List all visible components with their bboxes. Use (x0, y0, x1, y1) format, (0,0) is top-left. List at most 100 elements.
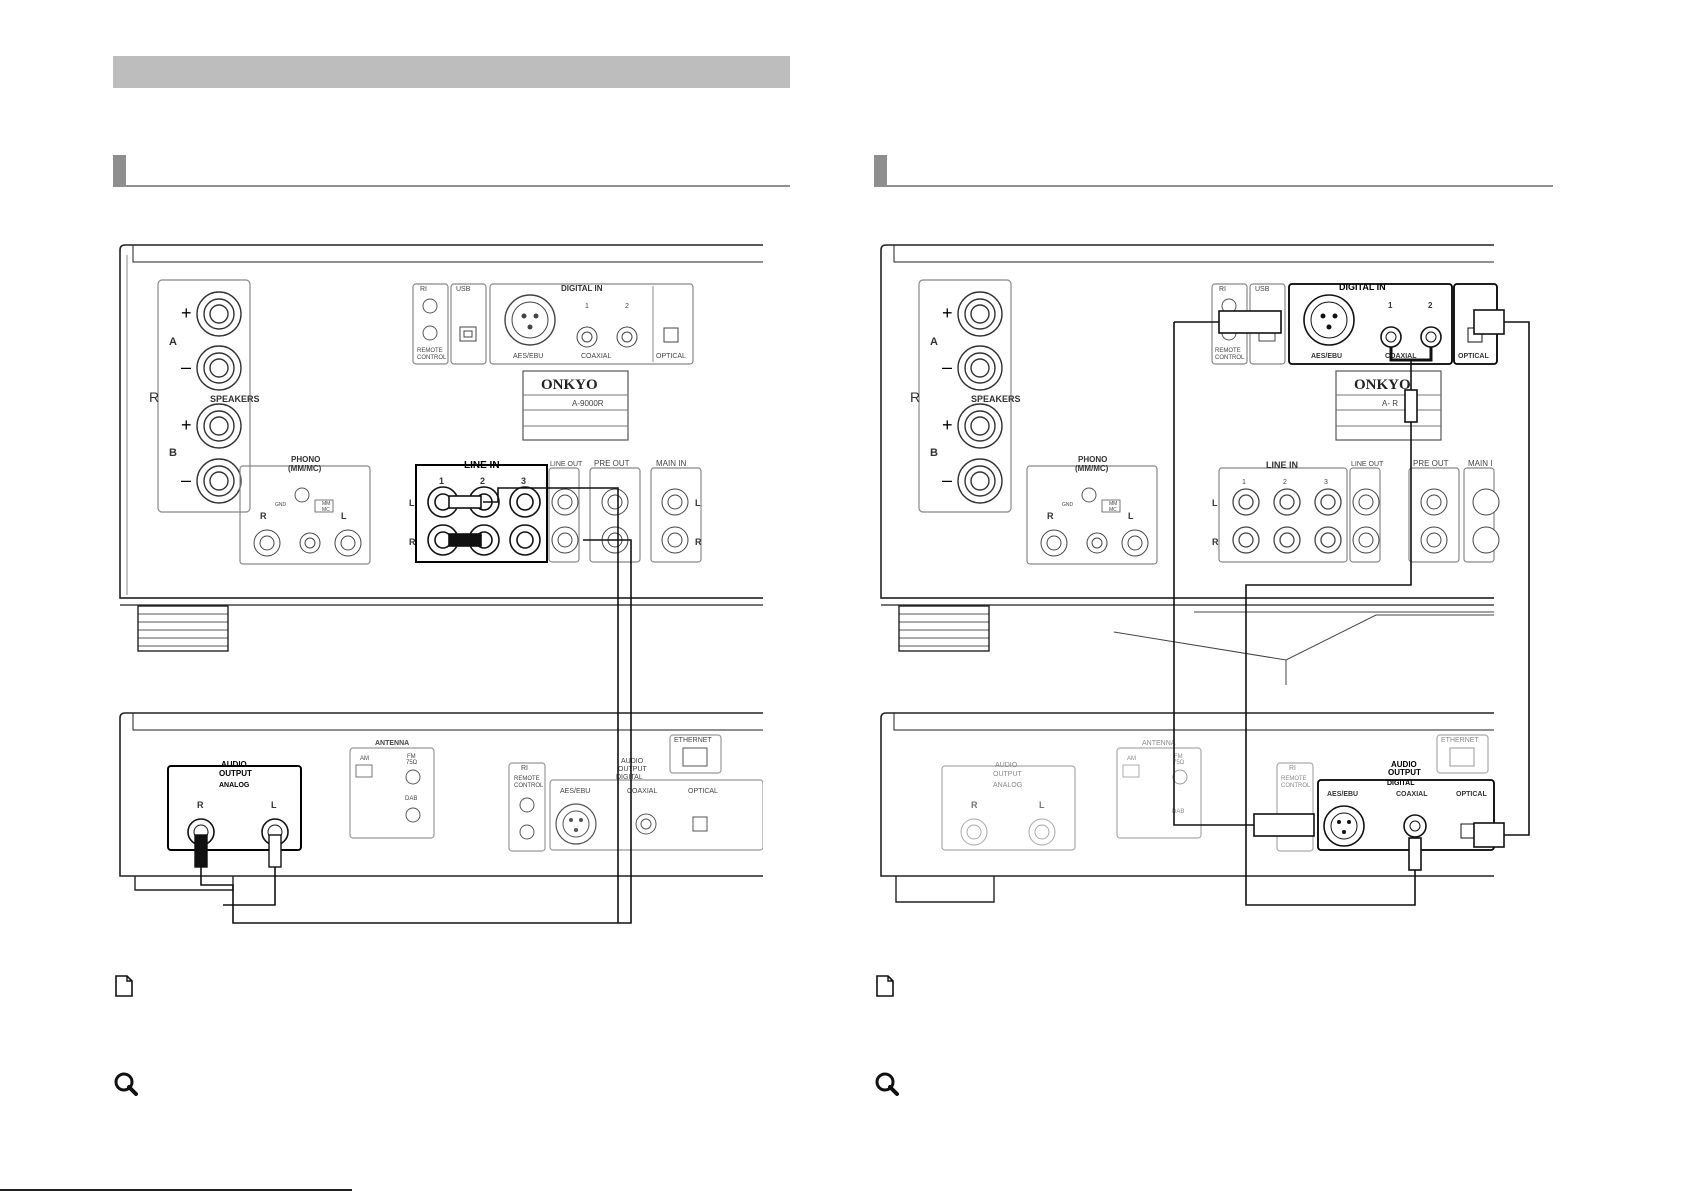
source-digital-label: DIGITAL (616, 774, 643, 781)
model-label: ONKYO A-9000R (522, 370, 629, 441)
speaker-b-plus: + (942, 415, 953, 435)
line-row-l: L (1212, 498, 1218, 508)
digital-connection-diagram: + – A R SPEAKERS + – B RI REMOTE CONTROL… (880, 244, 1530, 906)
line-out-label: LINE OUT (1351, 461, 1384, 468)
aes-ebu-label: AES/EBU (513, 353, 543, 360)
brand-logo: ONKYO (1354, 377, 1411, 393)
xlr-plug (1253, 813, 1315, 837)
digital-in-label: DIGITAL IN (561, 284, 603, 293)
amplifier-rear-panel (880, 244, 1494, 685)
out-l-label: L (1039, 800, 1045, 810)
mc-label: MC (322, 507, 330, 513)
am-label: AM (360, 756, 369, 762)
speaker-a-plus: + (181, 303, 192, 323)
digital-input-panel: RI REMOTE CONTROL USB DIGITAL IN AES/EBU… (1211, 282, 1498, 365)
ethernet-label: ETHERNET (1441, 737, 1479, 744)
phono-l-label: L (341, 511, 347, 521)
line-in-label: LINE IN (1266, 460, 1298, 470)
aes-ebu-label: AES/EBU (1311, 353, 1342, 360)
source-analog-output: AUDIO OUTPUT ANALOG R L (941, 762, 1076, 851)
speaker-a-plus: + (942, 303, 953, 323)
section-rule (874, 185, 1553, 187)
speaker-b-label: B (169, 447, 177, 459)
speaker-terminals: + – A R SPEAKERS + – B (149, 279, 260, 513)
output-jacks: LINE OUT PRE OUT MAIN IN L R (548, 459, 702, 563)
phono-l-label: L (1128, 511, 1134, 521)
phono-label-1: PHONO (291, 455, 320, 464)
source-remote-label-1: REMOTE (1281, 776, 1307, 782)
digital-audio-cables (1173, 309, 1530, 906)
mm-label: MM (1109, 501, 1117, 507)
model-number: A- R (1382, 399, 1398, 408)
note-icon (115, 975, 133, 997)
usb-label: USB (1255, 286, 1270, 293)
out-r-label: R (197, 800, 204, 810)
speakers-label: SPEAKERS (210, 394, 260, 404)
speaker-b-label: B (930, 447, 938, 459)
line-1-label: 1 (1242, 479, 1246, 486)
analog-label: ANALOG (219, 782, 250, 789)
fm-label-2: 75Ω (1173, 760, 1185, 766)
source-ri-label: RI (1289, 765, 1296, 772)
amplifier-foot (898, 605, 990, 652)
analog-audio-cable (200, 487, 632, 924)
source-remote-label-1: REMOTE (514, 776, 540, 782)
section-header-left (113, 155, 790, 187)
analog-label: ANALOG (993, 782, 1022, 789)
analog-connection-diagram: + – A R SPEAKERS + – B RI REMOTE CONTROL… (119, 244, 763, 924)
section-rule (113, 185, 790, 187)
ethernet-label: ETHERNET (674, 737, 712, 744)
fm-label-1: FM (1174, 754, 1183, 760)
phono-input: PHONO (MM/MC) GND MM MC R L (1026, 455, 1158, 565)
amplifier-rear-panel (119, 244, 763, 606)
line-in-label: LINE IN (464, 460, 500, 471)
ri-label: RI (1219, 286, 1226, 293)
audio-output-label-2: OUTPUT (219, 769, 252, 778)
source-remote-label-2: CONTROL (1281, 783, 1311, 789)
line-2-label: 2 (1283, 479, 1287, 486)
audio-output-label-2: OUTPUT (993, 771, 1023, 778)
line-3-label: 3 (1324, 479, 1328, 486)
line-3-label: 3 (521, 476, 526, 486)
optical-label: OPTICAL (656, 353, 686, 360)
antenna-terminals: ANTENNA AM FM 75Ω DAB (1116, 740, 1202, 839)
usb-label: USB (456, 286, 471, 293)
speaker-a-label: A (930, 336, 938, 348)
phono-r-label: R (1047, 511, 1054, 521)
speaker-a-minus: – (942, 357, 952, 377)
coaxial-label: COAXIAL (581, 353, 611, 360)
phono-r-label: R (260, 511, 267, 521)
section-marker (874, 155, 887, 187)
main-in-label: MAIN I (1468, 459, 1492, 468)
section-marker (113, 155, 126, 187)
model-label: ONKYO A- R (1335, 370, 1442, 441)
mc-label: MC (1109, 507, 1117, 513)
digital-in-label: DIGITAL IN (1339, 282, 1386, 292)
speaker-b-minus: – (181, 470, 191, 490)
line-row-r: R (1212, 537, 1219, 547)
fm-label-2: 75Ω (406, 760, 418, 766)
rca-plug-red (448, 533, 482, 547)
remote-control-label-1: REMOTE (417, 348, 443, 354)
note-icon (876, 975, 894, 997)
source-digital-label: DIGITAL (1387, 780, 1415, 787)
ri-label: RI (420, 286, 427, 293)
coax-2-label: 2 (1428, 301, 1433, 310)
section-header-right (874, 155, 1553, 187)
speaker-r-label: R (910, 389, 920, 405)
out-l-label: L (271, 800, 277, 810)
source-digital-section: RI REMOTE CONTROL AUDIO OUTPUT DIGITAL A… (1276, 734, 1495, 852)
speaker-b-minus: – (942, 470, 952, 490)
model-number: A-9000R (572, 399, 604, 408)
speaker-terminals: + – A R SPEAKERS + – B (910, 279, 1021, 513)
main-in-label: MAIN IN (656, 459, 686, 468)
rca-plug-white (268, 834, 282, 868)
rca-plug-white (448, 495, 482, 509)
magnifier-icon (114, 1072, 138, 1096)
speakers-label: SPEAKERS (971, 394, 1021, 404)
title-bar (113, 56, 790, 88)
speaker-a-minus: – (181, 357, 191, 377)
speaker-b-plus: + (181, 415, 192, 435)
dab-label: DAB (405, 796, 417, 802)
optical-plug (1473, 309, 1505, 335)
